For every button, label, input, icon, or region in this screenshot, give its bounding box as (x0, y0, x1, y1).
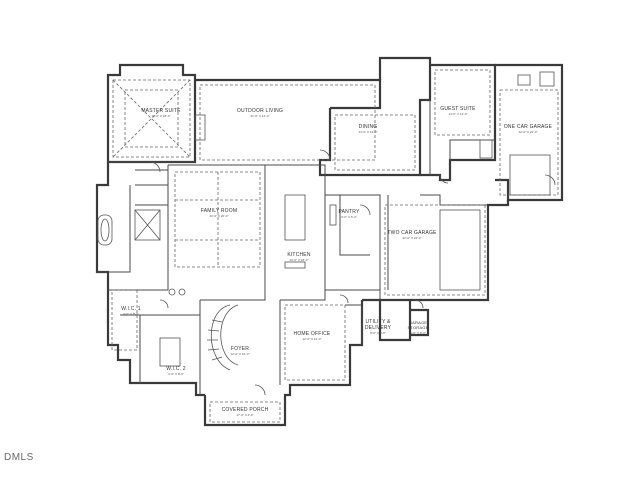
svg-text:12'-0" X 14'-0": 12'-0" X 14'-0" (303, 337, 322, 341)
interior-walls (97, 100, 495, 395)
svg-text:21'-0" X 12'-0": 21'-0" X 12'-0" (251, 114, 270, 118)
fixtures (97, 71, 556, 396)
fireplace (194, 114, 206, 141)
label-wic-1: W.I.C. 1 (121, 306, 140, 312)
label-kitchen: KITCHEN (287, 252, 311, 258)
svg-text:12'-0" X 16'-0": 12'-0" X 16'-0" (231, 352, 250, 356)
svg-text:16'-0" X 18'-0": 16'-0" X 18'-0" (290, 258, 309, 262)
svg-text:9'-0" X 8'-0": 9'-0" X 8'-0" (123, 312, 139, 316)
room-labels: MASTER SUITE 16'-0" X 18'-0" OUTDOOR LIV… (121, 106, 552, 417)
label-covered-porch: COVERED PORCH (222, 407, 269, 413)
label-master-suite: MASTER SUITE (141, 108, 181, 114)
label-wic-2: W.I.C. 2 (166, 366, 185, 372)
svg-text:20'-0" X 20'-0": 20'-0" X 20'-0" (210, 214, 229, 218)
svg-text:17'-0" X 6'-0": 17'-0" X 6'-0" (236, 413, 253, 417)
svg-text:16'-0" X 18'-0": 16'-0" X 18'-0" (152, 114, 171, 118)
svg-text:6'-0" X 6'-0": 6'-0" X 6'-0" (341, 215, 357, 219)
staircase (211, 304, 231, 371)
label-dining: DINING (359, 124, 378, 130)
exterior-walls (95, 56, 564, 427)
dmls-watermark: DMLS (4, 452, 34, 463)
closet-island (159, 337, 181, 367)
svg-text:22'-0" X 24'-0": 22'-0" X 24'-0" (403, 236, 422, 240)
label-utility: UTILITY & (365, 319, 391, 325)
svg-text:9'-0" X 8'-0": 9'-0" X 8'-0" (168, 372, 184, 376)
label-family-room: FAMILY ROOM (201, 208, 237, 214)
svg-text:DELIVERY: DELIVERY (365, 325, 392, 331)
svg-text:12'-0" X 24'-0": 12'-0" X 24'-0" (519, 130, 538, 134)
bathtub (97, 214, 113, 246)
svg-text:4'-0" X 8'-0": 4'-0" X 8'-0" (410, 331, 426, 335)
label-foyer: FOYER (231, 346, 249, 352)
label-guest-suite: GUEST SUITE (440, 106, 476, 112)
kitchen-island (284, 194, 306, 241)
label-garage-storage: GARAGE (409, 320, 427, 325)
label-home-office: HOME OFFICE (294, 331, 331, 337)
svg-text:14'-0" X 14'-0": 14'-0" X 14'-0" (449, 112, 468, 116)
svg-text:14'-0" X 13'-0": 14'-0" X 13'-0" (359, 130, 378, 134)
svg-text:8'-0" X 9'-0": 8'-0" X 9'-0" (370, 331, 386, 335)
label-two-car-garage: TWO CAR GARAGE (387, 230, 437, 236)
ceiling-outlines (111, 69, 559, 423)
label-outdoor-living: OUTDOOR LIVING (237, 108, 283, 114)
label-pantry: PANTRY (338, 209, 359, 215)
label-one-car-garage: ONE CAR GARAGE (504, 124, 553, 130)
svg-text:STORAGE: STORAGE (408, 325, 429, 330)
shower (134, 209, 161, 241)
